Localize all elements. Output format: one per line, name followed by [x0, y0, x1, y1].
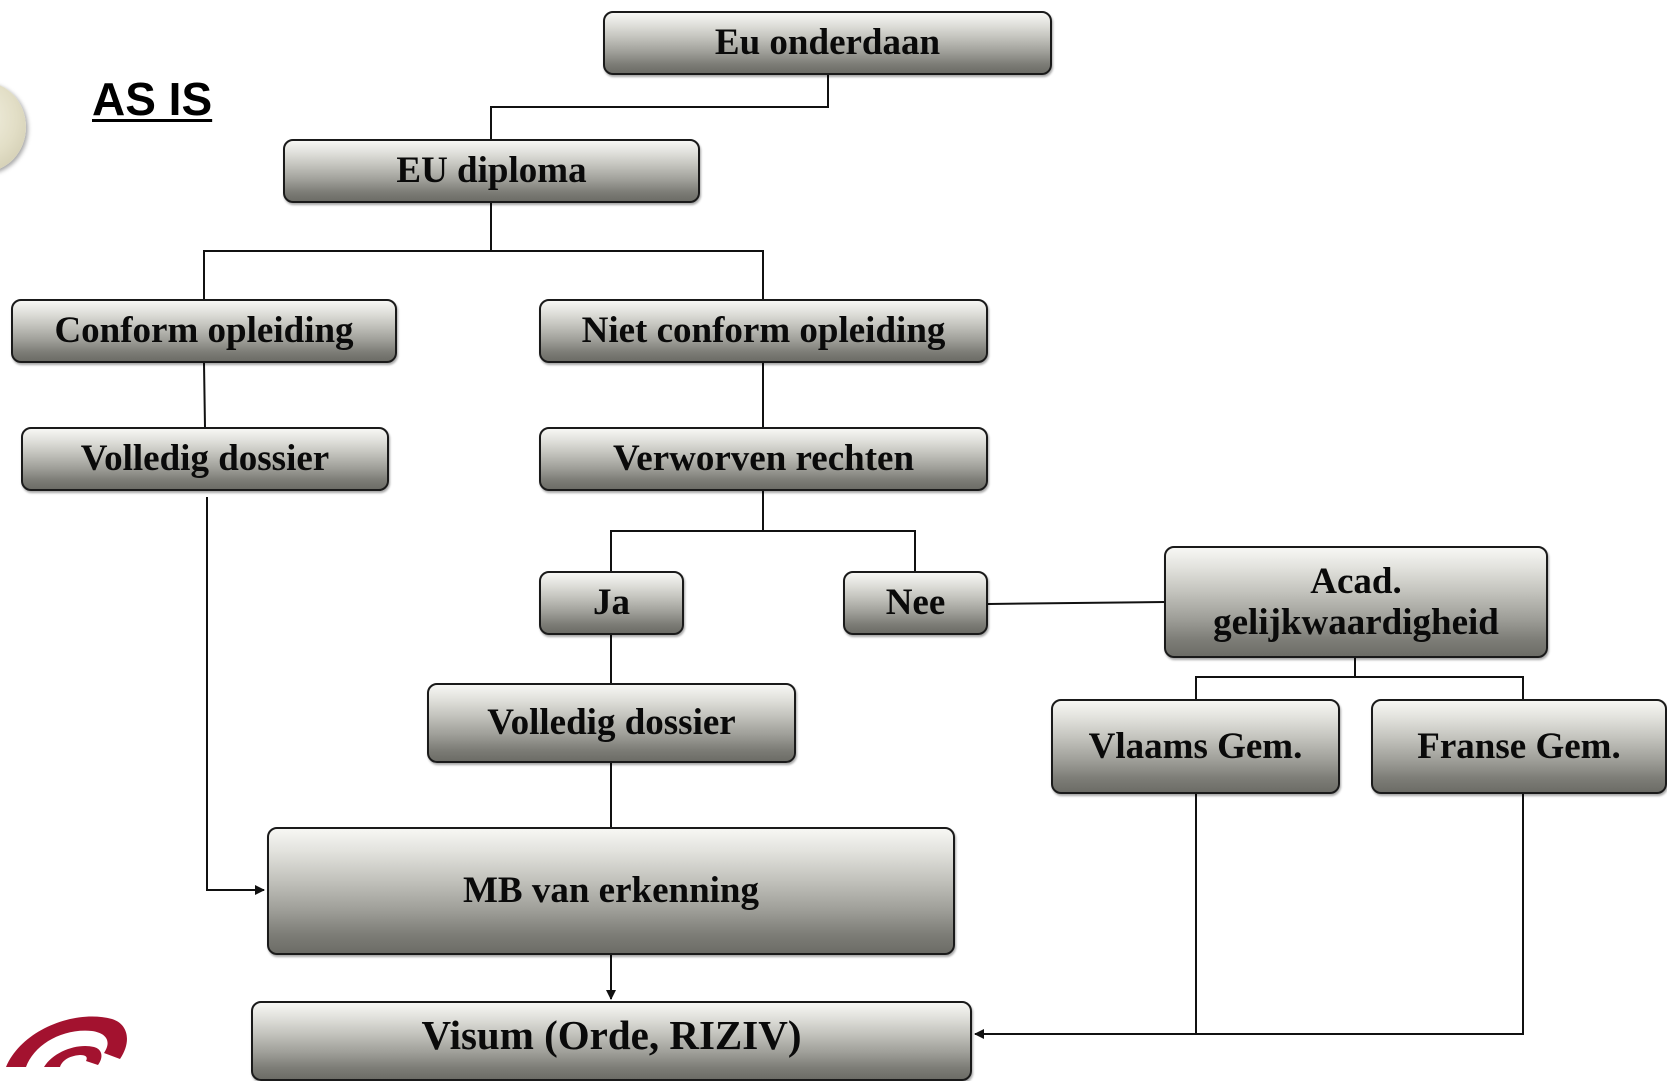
node-label: Franse Gem. — [1417, 725, 1621, 767]
connector-diploma-branches — [203, 250, 764, 299]
node-label-line2: gelijkwaardigheid — [1213, 602, 1499, 643]
connector-onderdaan-diploma — [490, 75, 829, 139]
node-label: Visum (Orde, RIZIV) — [421, 1012, 802, 1058]
node-volledig-dossier-mid: Volledig dossier — [427, 683, 796, 763]
node-niet-conform-opleiding: Niet conform opleiding — [539, 299, 988, 363]
logo-icon — [6, 1016, 127, 1067]
arrow-gem-to-visum — [974, 794, 1197, 1039]
node-eu-diploma: EU diploma — [283, 139, 700, 203]
node-mb-van-erkenning: MB van erkenning — [267, 827, 955, 955]
node-visum: Visum (Orde, RIZIV) — [251, 1001, 972, 1081]
page-heading: AS IS — [92, 73, 213, 125]
connector-acad-branches — [1195, 676, 1524, 699]
node-label: Nee — [885, 582, 946, 624]
node-label: Volledig dossier — [487, 702, 736, 744]
node-label: Vlaams Gem. — [1088, 725, 1303, 767]
node-nee: Nee — [843, 571, 988, 635]
node-acad-gelijkwaardigheid: Acad. gelijkwaardigheid — [1164, 546, 1548, 658]
arrow-dossier-to-mb — [206, 497, 265, 895]
node-volledig-dossier-left: Volledig dossier — [21, 427, 389, 491]
node-label: MB van erkenning — [462, 870, 760, 912]
connector-verworven-branches — [610, 530, 916, 571]
node-label: EU diploma — [396, 150, 587, 192]
node-verworven-rechten: Verworven rechten — [539, 427, 988, 491]
node-label: Niet conform opleiding — [581, 310, 946, 352]
node-label: Eu onderdaan — [714, 22, 941, 64]
connector-franse-down — [1196, 794, 1524, 1035]
connector-nee-acad — [987, 601, 1166, 605]
node-conform-opleiding: Conform opleiding — [11, 299, 397, 363]
node-label: Ja — [593, 582, 630, 624]
node-label: Conform opleiding — [54, 310, 354, 352]
node-label-line1: Acad. — [1310, 560, 1402, 602]
node-label: Volledig dossier — [80, 438, 330, 480]
connector-conform-dossier — [203, 362, 206, 428]
node-label: Verworven rechten — [612, 438, 915, 480]
node-ja: Ja — [539, 571, 684, 635]
node-eu-onderdaan: Eu onderdaan — [603, 11, 1052, 75]
node-vlaams-gem: Vlaams Gem. — [1051, 699, 1340, 794]
node-franse-gem: Franse Gem. — [1371, 699, 1667, 794]
